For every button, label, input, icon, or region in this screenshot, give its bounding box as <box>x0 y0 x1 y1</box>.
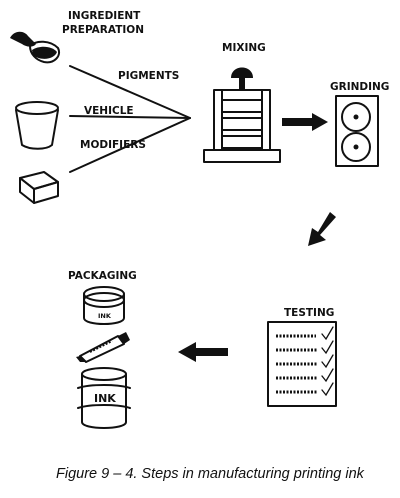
roller-mill-icon <box>335 95 379 167</box>
arrow-to-packaging <box>178 342 228 362</box>
ink-can-icon: INK <box>83 286 125 325</box>
ingredient-label-line2: PREPARATION <box>62 24 144 36</box>
ingredient-label-line1: INGREDIENT <box>68 10 141 22</box>
ink-tube-icon <box>76 332 130 363</box>
grinding-label: GRINDING <box>330 81 389 93</box>
mixer-icon <box>203 67 281 163</box>
arrow-to-testing <box>308 212 336 246</box>
scoop-icon <box>10 31 60 64</box>
can-ink-label: INK <box>98 312 112 320</box>
packaging-label: PACKAGING <box>68 270 137 282</box>
bucket-icon <box>15 101 59 150</box>
vehicle-label: VEHICLE <box>84 105 134 117</box>
ingredient-lines <box>69 65 191 173</box>
jar-ink-label: INK <box>94 392 116 405</box>
arrow-to-grinding <box>282 113 328 131</box>
modifiers-label: MODIFIERS <box>80 139 146 151</box>
pigments-label: PIGMENTS <box>118 70 179 82</box>
ink-jar-icon: INK <box>77 367 131 429</box>
mixing-label: MIXING <box>222 42 266 54</box>
testing-label: TESTING <box>284 307 334 319</box>
block-icon <box>19 171 59 204</box>
figure-caption: Figure 9 – 4. Steps in manufacturing pri… <box>56 466 365 482</box>
checklist-icon <box>267 321 337 407</box>
